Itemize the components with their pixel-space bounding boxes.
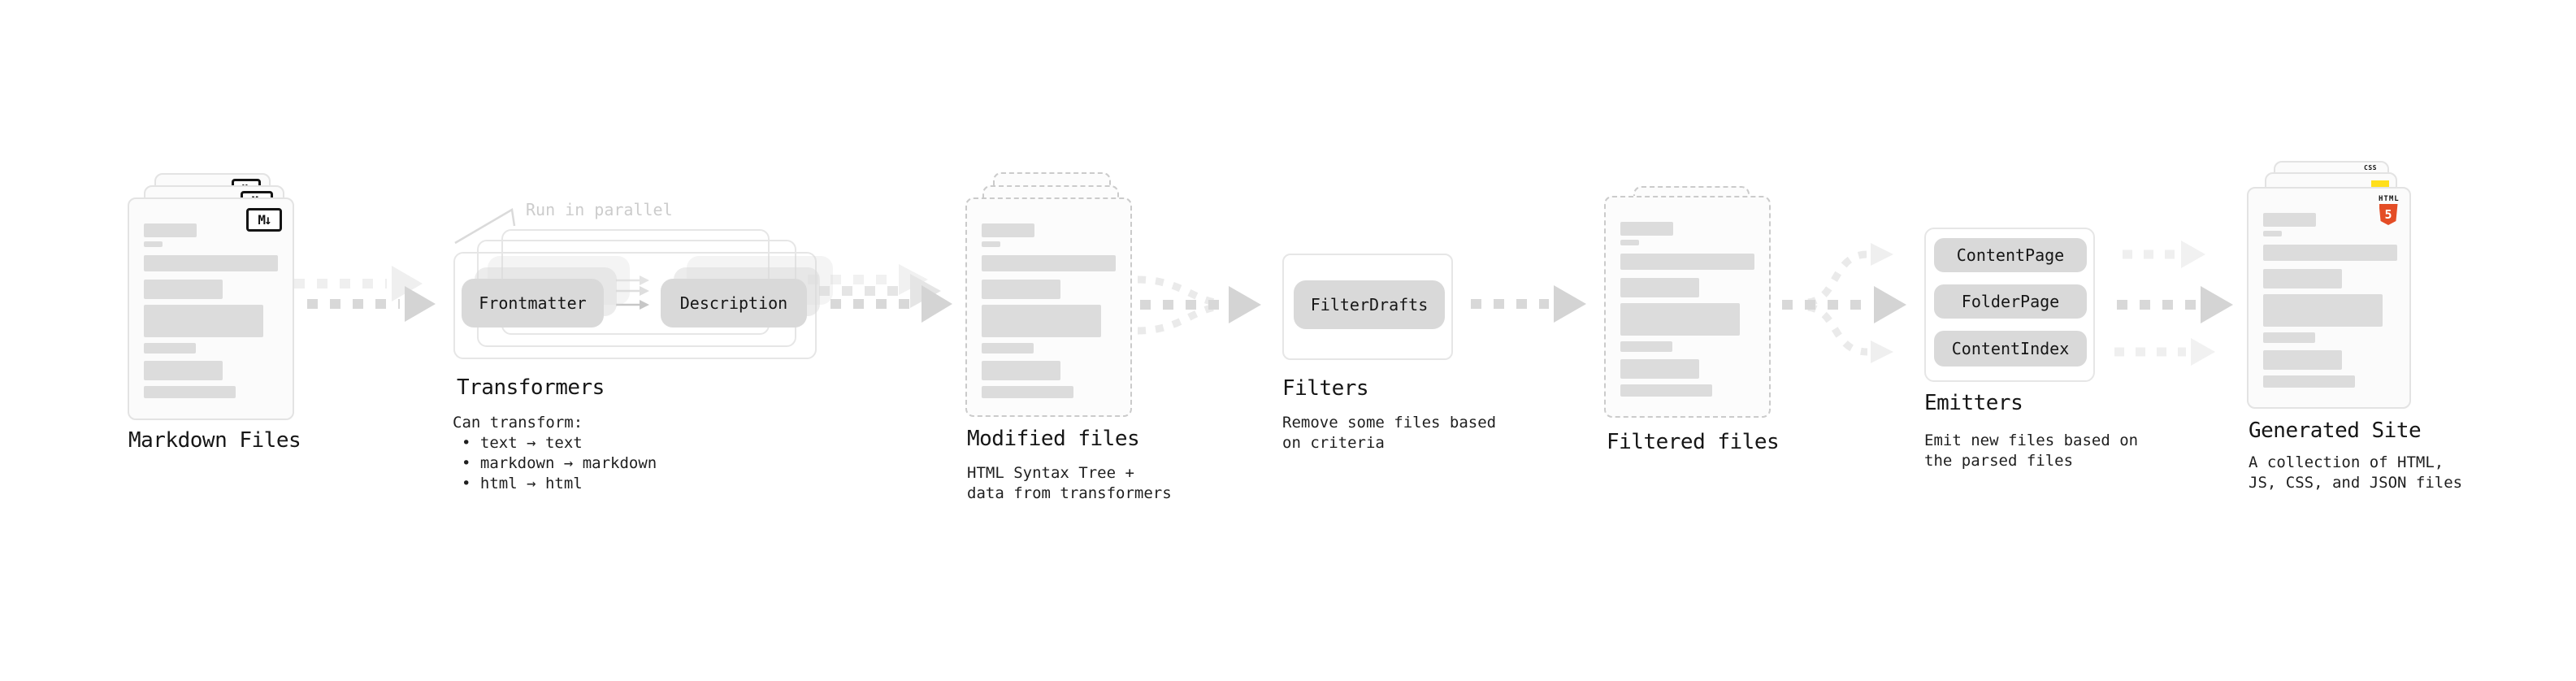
description-line: the parsed files xyxy=(1924,452,2074,470)
document-placeholder-lines xyxy=(1620,222,1754,397)
placeholder-line xyxy=(2263,294,2383,327)
filters-description: Remove some files based on criteria xyxy=(1282,413,1496,453)
placeholder-line xyxy=(2263,375,2355,388)
placeholder-line xyxy=(2263,231,2282,236)
description-line: Can transform: xyxy=(453,414,583,432)
placeholder-line xyxy=(982,305,1101,337)
arrow-modified-to-filters-converge xyxy=(1137,275,1261,335)
contentindex-pill: ContentIndex xyxy=(1934,331,2087,367)
arrow-emitters-to-site xyxy=(2114,241,2233,366)
file-card-front xyxy=(965,197,1132,417)
document-placeholder-lines xyxy=(144,223,278,398)
placeholder-line xyxy=(144,255,278,271)
arrow-markdown-to-transformers xyxy=(294,266,436,322)
placeholder-line xyxy=(1620,359,1699,379)
contentindex-pill-label: ContentIndex xyxy=(1951,339,2070,358)
modified-files-title: Modified files xyxy=(967,427,1140,451)
description-pill: Description xyxy=(661,279,807,327)
placeholder-line xyxy=(1620,254,1754,270)
placeholder-line xyxy=(144,361,223,380)
placeholder-line xyxy=(982,386,1073,398)
placeholder-line xyxy=(1620,303,1740,336)
filterdrafts-pill: FilterDrafts xyxy=(1294,280,1445,329)
html5-icon-number: 5 xyxy=(2384,206,2392,222)
document-placeholder-lines xyxy=(982,223,1116,398)
placeholder-line xyxy=(144,386,236,398)
emitters-title: Emitters xyxy=(1924,391,2023,415)
description-pill-label: Description xyxy=(679,293,788,313)
placeholder-line xyxy=(982,361,1060,380)
arrow-filtered-to-emitters-diverge xyxy=(1782,243,1906,363)
transformers-description: Can transform: • text → text • markdown … xyxy=(453,413,657,494)
description-line: • text → text xyxy=(462,434,583,452)
markdown-files-title: Markdown Files xyxy=(128,428,301,453)
placeholder-line xyxy=(982,223,1034,237)
html5-icon-label: HTML xyxy=(2379,195,2400,203)
placeholder-line xyxy=(144,223,197,237)
description-line: Remove some files based xyxy=(1282,414,1497,432)
frontmatter-pill: Frontmatter xyxy=(462,279,604,327)
placeholder-line xyxy=(1620,222,1673,236)
emitters-description: Emit new files based on the parsed files xyxy=(1924,431,2138,471)
contentpage-pill: ContentPage xyxy=(1934,238,2087,272)
filters-title: Filters xyxy=(1282,376,1369,401)
frontmatter-pill-label: Frontmatter xyxy=(479,293,587,313)
description-line: JS, CSS, and JSON files xyxy=(2249,474,2463,492)
description-line: HTML Syntax Tree + xyxy=(967,464,1134,482)
description-line: Emit new files based on xyxy=(1924,432,2139,449)
placeholder-line xyxy=(982,280,1060,299)
placeholder-line xyxy=(1620,278,1699,297)
modified-files-description: HTML Syntax Tree + data from transformer… xyxy=(967,463,1172,504)
placeholder-line xyxy=(2263,245,2397,261)
placeholder-line xyxy=(144,305,263,337)
placeholder-line xyxy=(2263,332,2315,343)
description-line: data from transformers xyxy=(967,484,1172,502)
placeholder-line xyxy=(2263,269,2342,288)
contentpage-pill-label: ContentPage xyxy=(1956,245,2065,265)
markdown-icon-glyph: M↓ xyxy=(258,212,271,228)
run-in-parallel-leader-line xyxy=(454,207,516,245)
document-placeholder-lines xyxy=(2263,213,2397,388)
transformers-title: Transformers xyxy=(457,375,605,400)
placeholder-line xyxy=(1620,384,1712,397)
filterdrafts-pill-label: FilterDrafts xyxy=(1310,295,1429,314)
arrow-transformers-to-modified xyxy=(808,264,952,323)
placeholder-line xyxy=(2263,350,2342,370)
folderpage-pill-label: FolderPage xyxy=(1961,292,2060,311)
run-in-parallel-label: Run in parallel xyxy=(526,200,673,219)
filtered-files-title: Filtered files xyxy=(1607,430,1780,454)
placeholder-line xyxy=(982,241,1000,247)
description-line: A collection of HTML, xyxy=(2249,453,2444,471)
placeholder-line xyxy=(982,255,1116,271)
file-card-front: M↓ xyxy=(128,197,294,420)
arrow-filters-to-filtered xyxy=(1471,285,1586,323)
file-card-front: HTML 5 xyxy=(2247,187,2411,409)
description-line: on criteria xyxy=(1282,434,1385,452)
placeholder-line xyxy=(982,343,1034,354)
html5-icon-shield: 5 xyxy=(2379,204,2398,225)
css-icon-label: CSS xyxy=(2364,164,2377,171)
placeholder-line xyxy=(144,280,223,299)
placeholder-line xyxy=(144,241,163,247)
parallel-transform-arrows-icon xyxy=(616,275,649,310)
generated-site-description: A collection of HTML, JS, CSS, and JSON … xyxy=(2249,453,2462,493)
placeholder-line xyxy=(144,343,196,354)
description-line: • markdown → markdown xyxy=(462,454,657,472)
markdown-icon: M↓ xyxy=(246,208,282,232)
file-card-front xyxy=(1604,196,1771,418)
placeholder-line xyxy=(2263,213,2316,227)
placeholder-line xyxy=(1620,341,1672,352)
generated-site-title: Generated Site xyxy=(2249,419,2422,443)
placeholder-line xyxy=(1620,240,1639,245)
description-line: • html → html xyxy=(462,475,583,492)
html5-icon: HTML 5 xyxy=(2379,195,2400,225)
folderpage-pill: FolderPage xyxy=(1934,284,2087,319)
